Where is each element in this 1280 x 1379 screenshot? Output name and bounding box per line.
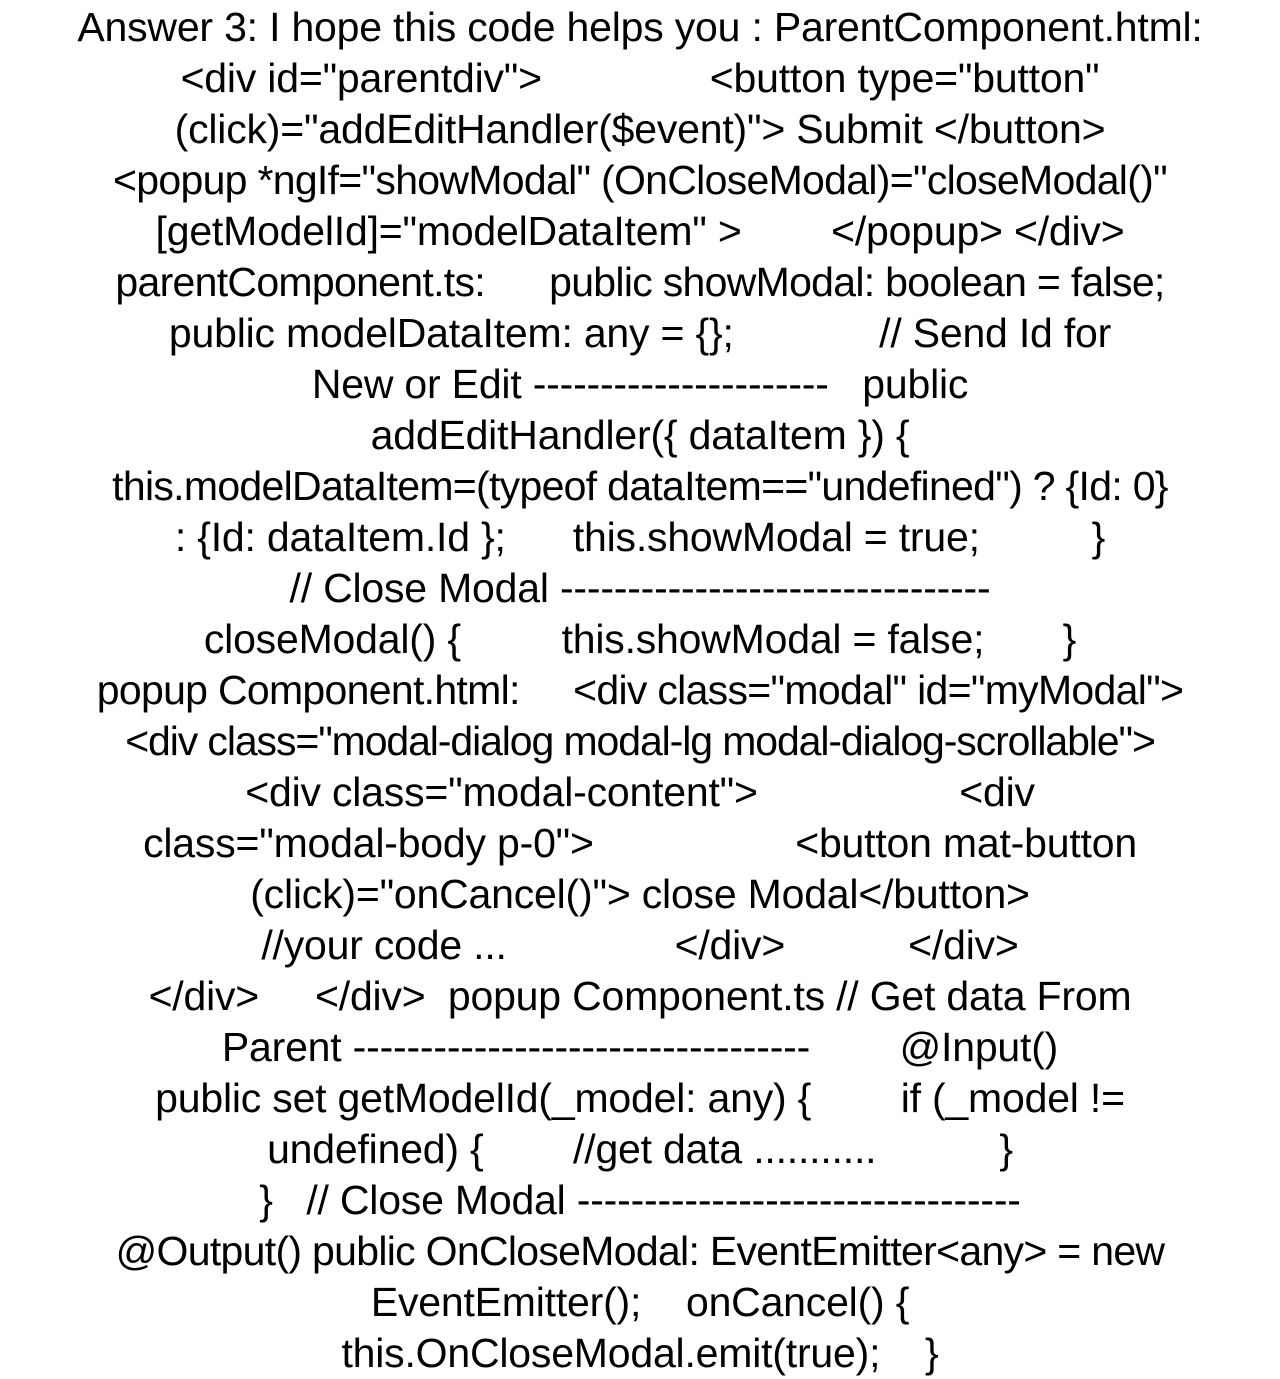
text-line: Parent ---------------------------------…: [221, 1024, 1059, 1070]
text-line: [getModelId]="modelDataItem" > </popup> …: [155, 208, 1125, 254]
text-line: </div> </div> popup Component.ts // Get …: [148, 973, 1132, 1019]
text-line: @Output() public OnCloseModal: EventEmit…: [115, 1228, 1165, 1274]
text-line: (click)="addEditHandler($event)"> Submit…: [174, 106, 1106, 152]
text-line: <div class="modal-dialog modal-lg modal-…: [125, 718, 1156, 764]
text-line: Answer 3: I hope this code helps you : P…: [77, 4, 1203, 50]
text-line: EventEmitter(); onCancel() {: [370, 1279, 910, 1325]
text-line: public set getModelId(_model: any) { if …: [155, 1075, 1125, 1121]
text-line: parentComponent.ts: public showModal: bo…: [115, 259, 1165, 305]
text-line: <div class="modal-content"> <div: [245, 769, 1035, 815]
text-line: <div id="parentdiv"> <button type="butto…: [180, 55, 1100, 101]
text-line: } // Close Modal -----------------------…: [259, 1177, 1021, 1223]
text-line: closeModal() { this.showModal = false; }: [203, 616, 1077, 662]
text-line: undefined) { //get data ........... }: [267, 1126, 1013, 1172]
text-line: <popup *ngIf="showModal" (OnCloseModal)=…: [113, 157, 1168, 203]
text-line: addEditHandler({ dataItem }) {: [370, 412, 910, 458]
text-line: class="modal-body p-0"> <button mat-butt…: [143, 820, 1137, 866]
text-line: popup Component.html: <div class="modal"…: [96, 667, 1184, 713]
text-line: this.modelDataItem=(typeof dataItem=="un…: [112, 463, 1168, 509]
code-snippet-text-block: Answer 3: I hope this code helps you : P…: [28, 2, 1252, 1379]
text-line: // Close Modal -------------------------…: [289, 565, 991, 611]
text-line: public modelDataItem: any = {}; // Send …: [168, 310, 1112, 356]
text-line: //your code ... </div> </div>: [261, 922, 1019, 968]
text-line: (click)="onCancel()"> close Modal</butto…: [250, 871, 1030, 917]
text-line: New or Edit ---------------------- publi…: [311, 361, 969, 407]
text-line: this.OnCloseModal.emit(true); }: [341, 1330, 939, 1376]
text-line: : {Id: dataItem.Id }; this.showModal = t…: [174, 514, 1106, 560]
